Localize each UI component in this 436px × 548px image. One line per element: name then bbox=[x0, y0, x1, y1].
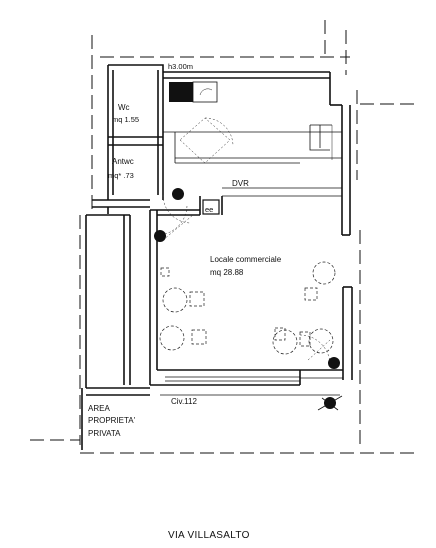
lamp-point bbox=[172, 188, 184, 200]
private-area-line1: AREA bbox=[88, 404, 110, 413]
lamp-point bbox=[328, 357, 340, 369]
dvr-label: DVR bbox=[232, 179, 249, 188]
furniture bbox=[159, 261, 336, 355]
ceiling-height-label: h3.00m bbox=[168, 62, 193, 71]
detail-lines bbox=[160, 124, 343, 396]
walls bbox=[81, 64, 353, 450]
cabinet bbox=[202, 199, 220, 215]
shop-room-area: mq 28.88 bbox=[210, 268, 244, 277]
street-name: VIA VILLASALTO bbox=[168, 530, 250, 541]
wc-room-name: Wc bbox=[118, 103, 130, 112]
lamp-point bbox=[154, 230, 166, 242]
storage-room-name: Antwc bbox=[112, 157, 134, 166]
fixtures bbox=[169, 81, 220, 215]
lamps bbox=[154, 188, 343, 411]
storage-room-area: mq* .73 bbox=[108, 171, 134, 180]
private-area-line3: PRIVATA bbox=[88, 429, 121, 438]
civic-number-label: Civ.112 bbox=[171, 397, 197, 406]
cabinet-label: ee bbox=[205, 205, 213, 214]
shop-room-name: Locale commerciale bbox=[210, 255, 282, 264]
wc-room-area: mq 1.55 bbox=[112, 115, 139, 124]
private-area-line2: PROPRIETA' bbox=[88, 416, 136, 425]
doors bbox=[156, 117, 331, 366]
plan-boundaries bbox=[30, 20, 420, 454]
